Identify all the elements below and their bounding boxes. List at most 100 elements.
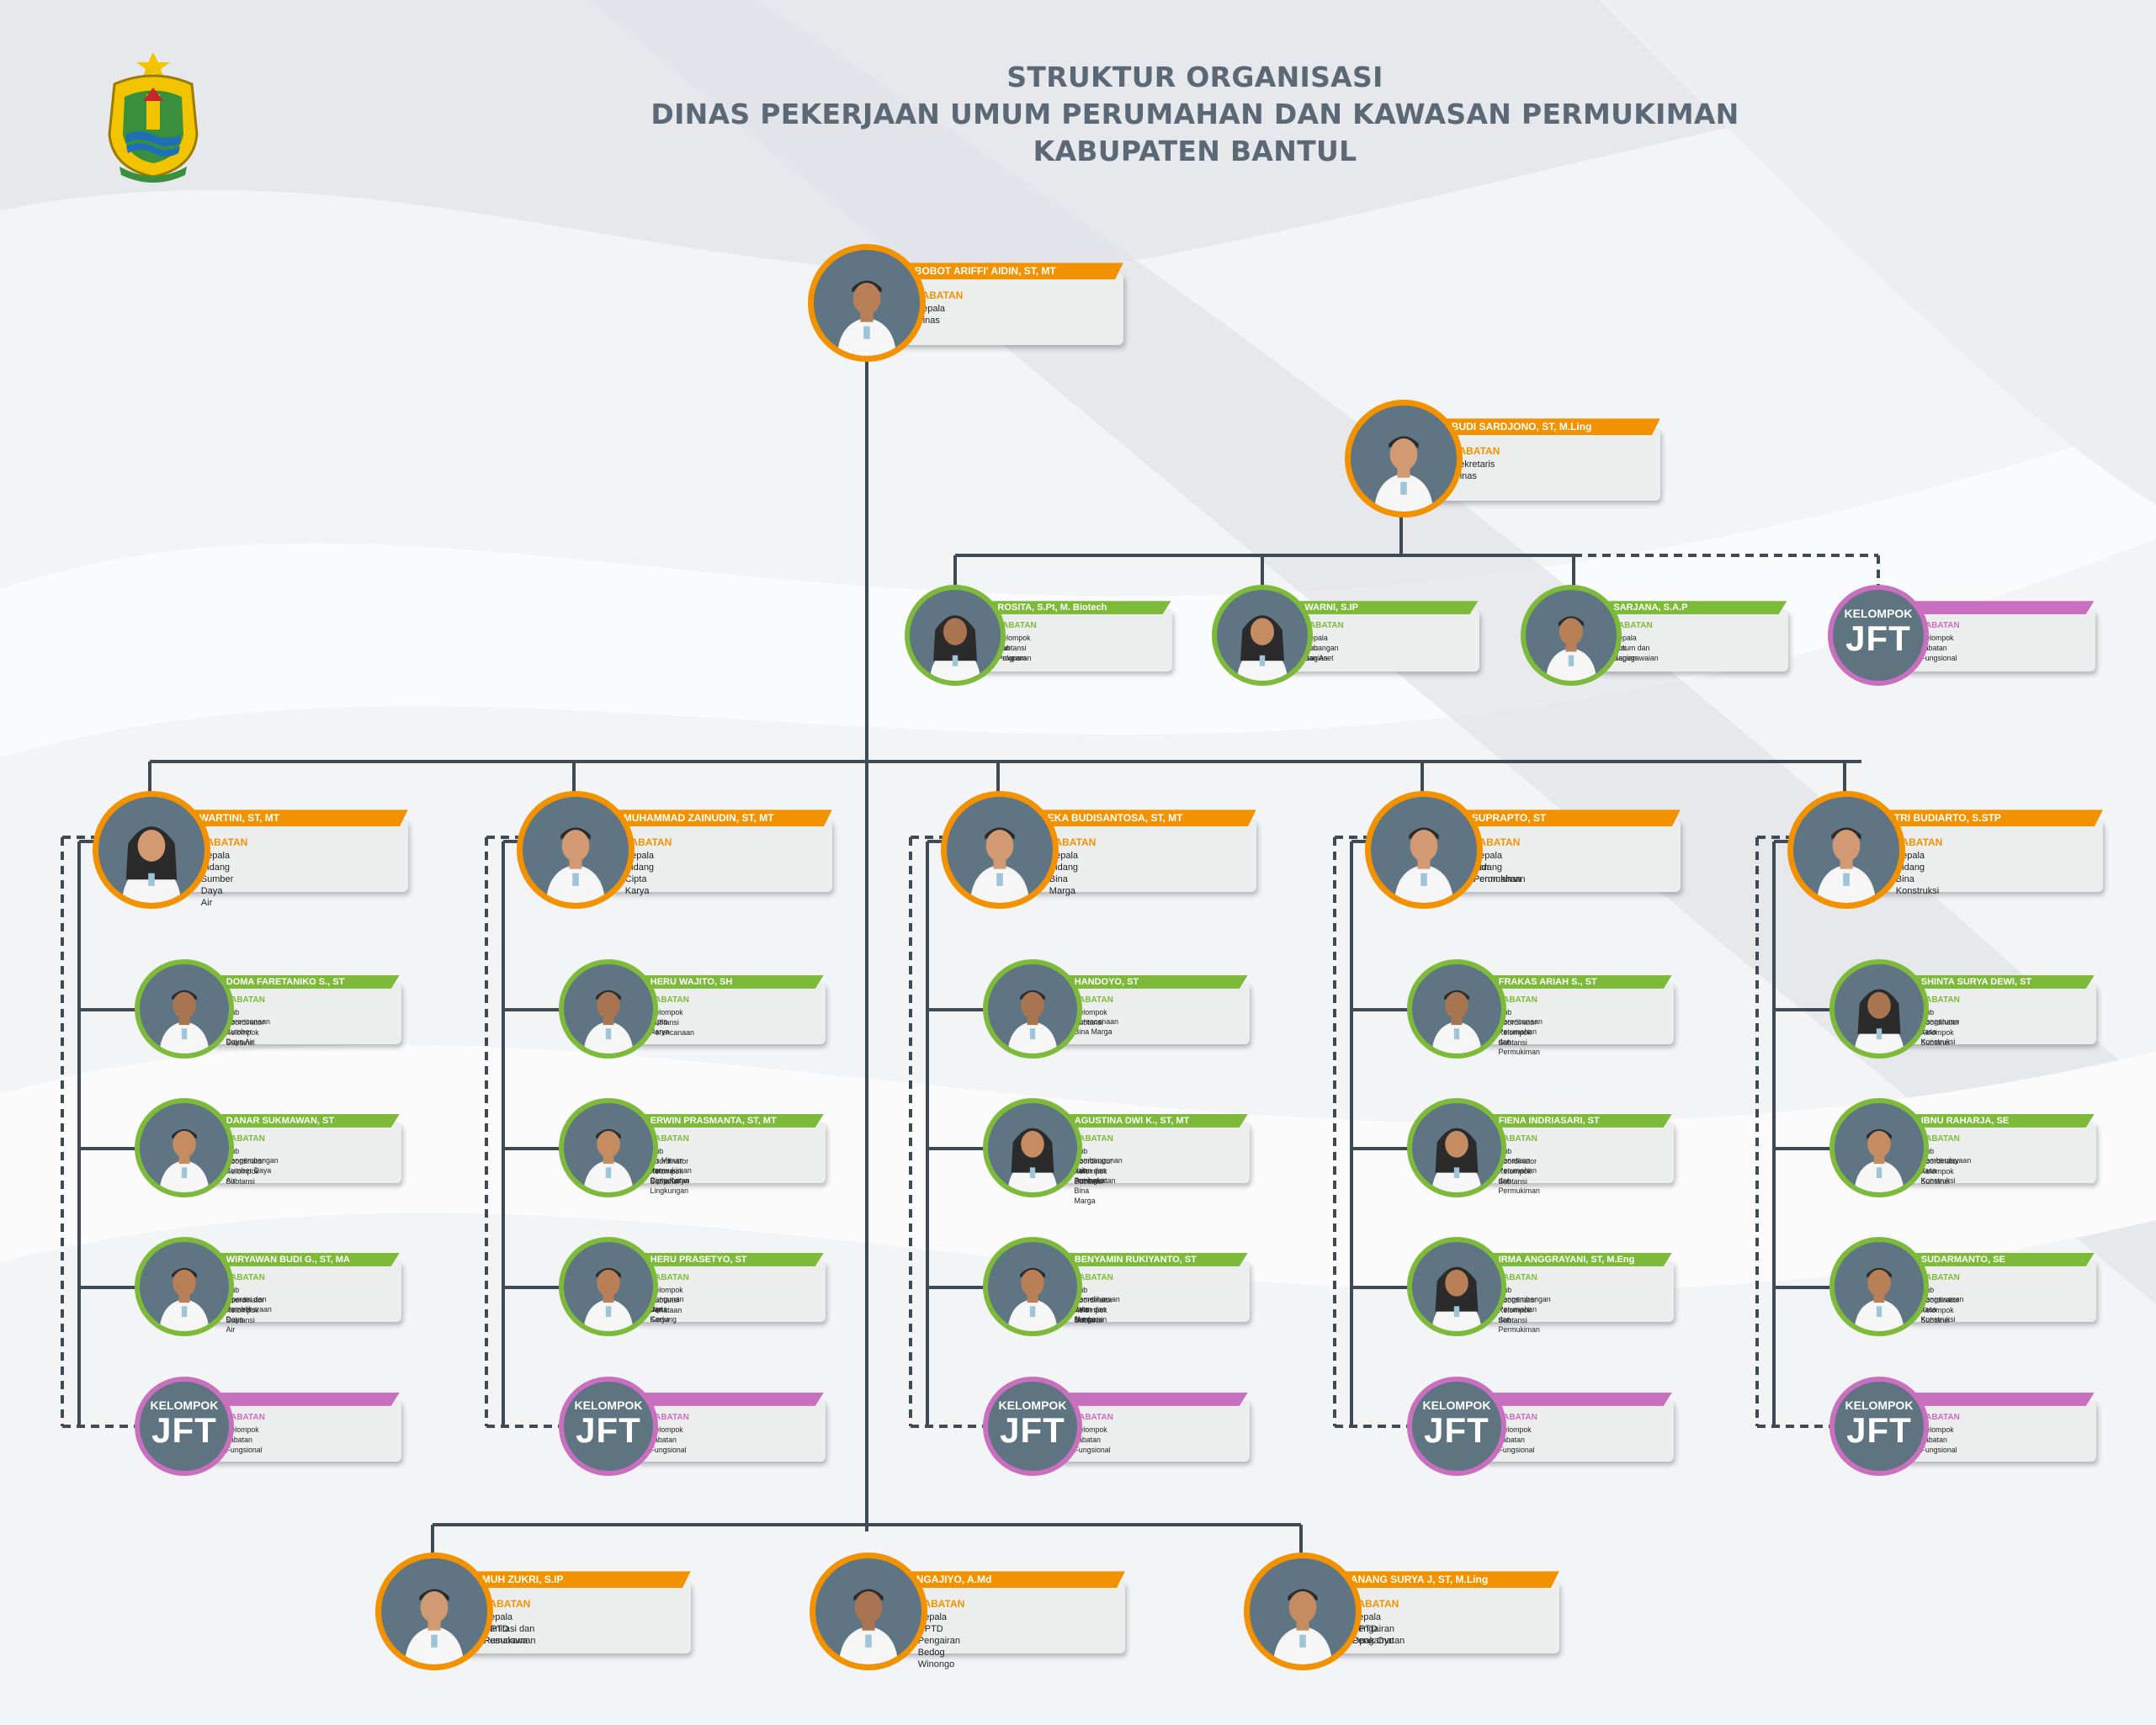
info-card (1288, 608, 1479, 672)
position-text: Pengembangan Perumahan dan Permukiman (1498, 1295, 1551, 1335)
info-card (633, 1261, 826, 1323)
jabatan-label: JABATAN (226, 1272, 265, 1282)
position-text: Kelompok Jabatan Fungsional (226, 1425, 263, 1454)
portrait-photo (983, 959, 1082, 1059)
info-card (1596, 608, 1788, 672)
info-card (1481, 1122, 1674, 1184)
portrait-photo (1829, 1098, 1929, 1197)
chart-title: STRUKTUR ORGANISASI DINAS PEKERJAAN UMUM… (404, 59, 1986, 170)
info-card (1904, 983, 2096, 1045)
info-card (896, 272, 1123, 346)
info-card (605, 819, 832, 893)
kabupaten-bantul-emblem (108, 52, 199, 183)
info-card (1453, 819, 1681, 893)
portrait-photo (559, 959, 658, 1059)
name-banner (640, 1393, 824, 1406)
jabatan-label: JABATAN (650, 1412, 689, 1422)
info-card (633, 1400, 826, 1462)
portrait-photo (375, 1552, 493, 1670)
info-card (1876, 819, 2103, 893)
name-banner: EKA BUDISANTOSA, ST, MT (1038, 809, 1256, 826)
jabatan-label: JABATAN (1498, 1133, 1537, 1144)
portrait-photo (1212, 585, 1313, 686)
name-banner: WIRYAWAN BUDI G., ST, MA (216, 1253, 400, 1266)
position-text: Pemberdayaan Jasa Konstruksi (1920, 1156, 1972, 1186)
info-card (633, 983, 826, 1045)
name-banner (1911, 1393, 2095, 1406)
position-text: Kelompok Subtansi Program (997, 634, 1031, 663)
jabatan-label: JABATAN (650, 1272, 689, 1282)
position-text: Keuangan dan Aset (1304, 643, 1339, 662)
info-card (1332, 1580, 1559, 1654)
portrait-photo (983, 1237, 1082, 1336)
info-card (209, 1122, 401, 1184)
portrait-photo (1787, 791, 1905, 909)
info-card (1481, 1261, 1674, 1323)
portrait-photo (941, 791, 1059, 909)
portrait-photo (1407, 959, 1506, 1059)
position-text: Perencanaan Perumahan dan Permukiman (1498, 1017, 1543, 1057)
name-banner: SUPRAPTO, ST (1462, 809, 1681, 826)
position-text: Kelompok Jabatan Fungsional (650, 1425, 687, 1454)
jft-big-text: JFT (151, 1410, 217, 1450)
position-text: Bangunan dan Gedung (650, 1295, 684, 1324)
name-banner: FIENA INDRIASARI, ST (1489, 1114, 1672, 1128)
title-line-2: DINAS PEKERJAAN UMUM PERUMAHAN DAN KAWAS… (651, 98, 1739, 130)
name-banner: WARTINI, ST, MT (189, 809, 408, 826)
info-card (1433, 427, 1660, 502)
portrait-photo (983, 1098, 1082, 1197)
name-banner: DANAR SUKMAWAN, ST (216, 1114, 400, 1128)
jabatan-label: JABATAN (624, 836, 672, 849)
name-banner: HANDOYO, ST (1065, 975, 1248, 989)
jabatan-label: JABATAN (1498, 995, 1537, 1005)
name-banner: ROSITA, S.Pt, M. Biotech (987, 601, 1171, 614)
jabatan-label: JABATAN (226, 1133, 265, 1144)
info-card (1904, 608, 2095, 672)
name-banner: BUDI SARDJONO, ST, M.Ling (1442, 418, 1660, 435)
name-banner: BOBOT ARIFFI' AIDIN, ST, MT (905, 263, 1123, 279)
jabatan-label: JABATAN (1920, 1412, 1960, 1422)
name-banner: ERWIN PRASMANTA, ST, MT (640, 1114, 824, 1128)
position-text: Jalan dan Jembatan Bina Marga (1074, 1165, 1107, 1205)
jft-kelompok-text: KELOMPOK (150, 1399, 219, 1412)
jft-big-text: JFT (576, 1410, 641, 1450)
position-text: Cipta Karya (650, 1304, 670, 1324)
info-card (898, 1580, 1125, 1654)
jft-kelompok-text: KELOMPOK (574, 1399, 643, 1412)
portrait-photo (559, 1098, 658, 1197)
jft-big-text: JFT (1424, 1410, 1490, 1450)
position-text: Kelompok Jabatan Fungsional (1074, 1425, 1111, 1454)
info-card (1481, 983, 1674, 1045)
position-text: dan Permukiman (1473, 862, 1526, 885)
name-banner (216, 1393, 400, 1406)
jabatan-label: JABATAN (997, 621, 1037, 631)
info-card (1057, 1261, 1250, 1323)
position-text: Sumber Daya Air (226, 1304, 252, 1334)
portrait-photo (517, 791, 635, 909)
info-card (181, 819, 408, 893)
name-banner: AGUSTINA DWI K., ST, MT (1065, 1114, 1248, 1128)
portrait-photo (559, 1237, 658, 1336)
position-text: Pengembangan Sumber Daya Air (226, 1156, 279, 1186)
name-banner: ANANG SURYA J, ST, M.Ling (1341, 1571, 1559, 1588)
jabatan-label: JABATAN (1920, 1133, 1960, 1144)
jabatan-label: JABATAN (1895, 836, 1943, 849)
jabatan-label: JABATAN (1920, 1272, 1960, 1282)
portrait-photo (810, 1552, 927, 1670)
name-banner: WARNI, S.IP (1294, 601, 1478, 614)
position-text: Kelompok Jabatan Fungsional (1920, 634, 1957, 663)
position-text: Pengaturan Jasa Konstruksi (1920, 1017, 1960, 1047)
title-line-3: KABUPATEN BANTUL (1033, 135, 1357, 167)
info-card (209, 1400, 401, 1462)
position-text: Pembangunan dan Peningkatan (1074, 1156, 1123, 1186)
jabatan-label: JABATAN (1920, 621, 1960, 631)
position-text: Kelompok Subtansi Perencanaan (650, 1007, 694, 1037)
name-banner: FRAKAS ARIAH S., ST (1489, 975, 1672, 989)
position-text: Perencanaan Bina Marga (1074, 1017, 1118, 1037)
jft-kelompok-text: KELOMPOK (1845, 1399, 1914, 1412)
jabatan-label: JABATAN (1452, 445, 1500, 458)
portrait-photo (135, 959, 234, 1059)
info-card (633, 1122, 826, 1184)
jft-kelompok-text: KELOMPOK (1422, 1399, 1491, 1412)
